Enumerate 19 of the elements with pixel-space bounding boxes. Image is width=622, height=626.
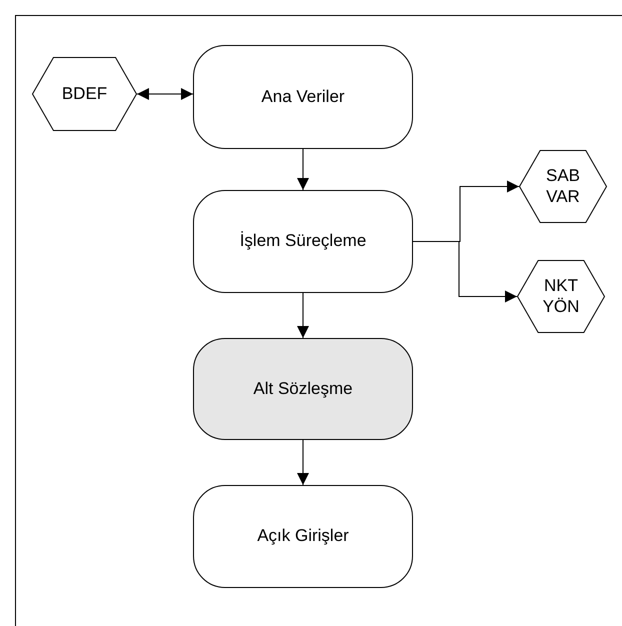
arrow (297, 148, 309, 190)
arrow (297, 292, 309, 338)
node-label: Ana Veriler (261, 86, 345, 108)
process-box (193, 338, 413, 440)
node-label: Açık Girişler (257, 526, 349, 547)
arrow (136, 88, 194, 100)
hexagon-node (519, 150, 607, 223)
arrow (297, 440, 309, 486)
node-label: İşlem Süreçleme (240, 231, 366, 252)
hexagon-node (32, 57, 137, 131)
node-label: SAB VAR (544, 166, 582, 207)
node-label: BDEF (62, 84, 108, 104)
process-box (193, 190, 413, 293)
node-label: Alt Sözleşme (253, 378, 353, 400)
process-box (193, 45, 413, 149)
process-box (193, 485, 413, 588)
node-label: NKT YÖN (542, 276, 580, 317)
arrow (412, 241, 518, 302)
hexagon-node (517, 260, 605, 333)
